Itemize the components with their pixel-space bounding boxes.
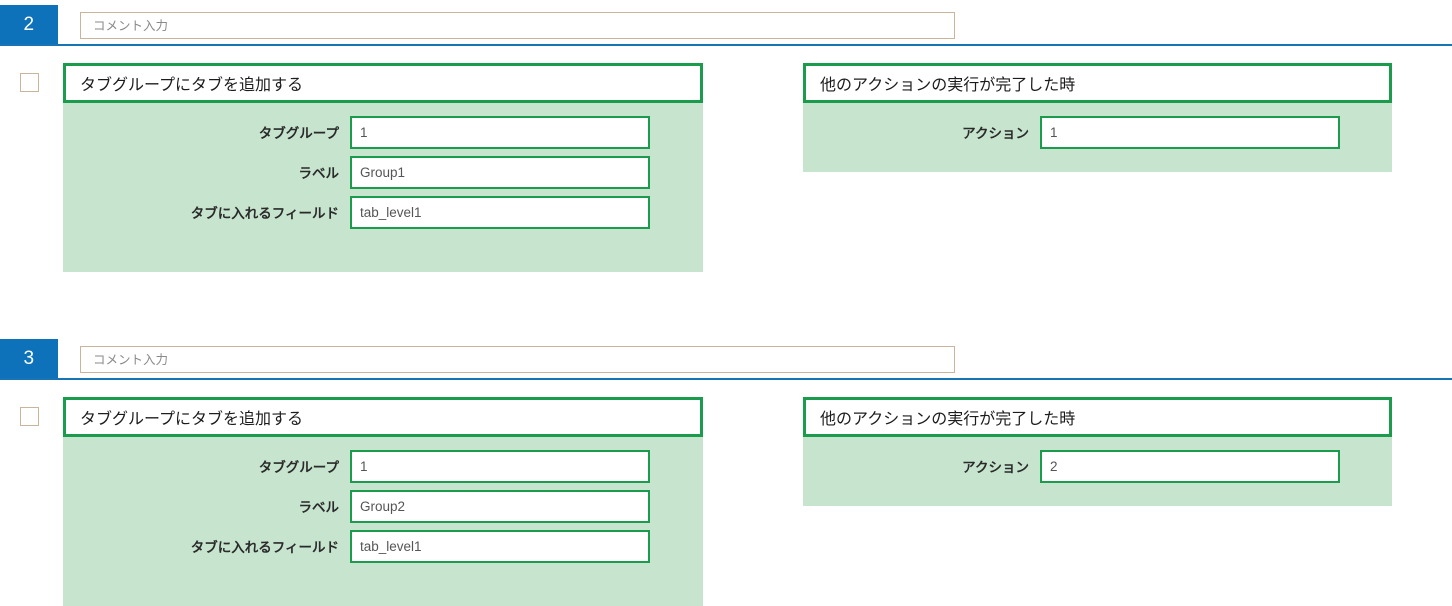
trigger-panel-fields: アクション	[803, 103, 1392, 166]
header-divider	[0, 378, 1452, 380]
field-input-tab-group[interactable]	[350, 115, 650, 149]
block-header: 2	[0, 0, 1452, 46]
field-row: タブに入れるフィールド	[63, 526, 703, 566]
field-row: タブグループ	[63, 112, 703, 152]
field-input-tab-field[interactable]	[350, 529, 650, 563]
action-panel-fields: タブグループ ラベル タブに入れるフィールド	[63, 103, 703, 246]
field-input-label[interactable]	[350, 489, 650, 523]
field-label: タブグループ	[258, 460, 339, 475]
field-input-label[interactable]	[350, 155, 650, 189]
block-body: タブグループにタブを追加する タブグループ ラベル タブに入れるフィールド 他の…	[0, 380, 1452, 606]
trigger-panel: 他のアクションの実行が完了した時 アクション	[803, 397, 1392, 506]
block-select-checkbox[interactable]	[20, 407, 39, 426]
trigger-panel-fields: アクション	[803, 437, 1392, 500]
action-panel-title[interactable]: タブグループにタブを追加する	[63, 63, 703, 103]
comment-input[interactable]	[80, 12, 955, 39]
field-input-tab-group[interactable]	[350, 449, 650, 483]
field-row: ラベル	[63, 152, 703, 192]
field-row: アクション	[803, 112, 1392, 152]
field-label: ラベル	[298, 166, 340, 181]
trigger-panel-title[interactable]: 他のアクションの実行が完了した時	[803, 397, 1392, 437]
field-label: タブグループ	[258, 126, 339, 141]
field-row: タブに入れるフィールド	[63, 192, 703, 232]
field-input-tab-field[interactable]	[350, 195, 650, 229]
action-panel-fields: タブグループ ラベル タブに入れるフィールド	[63, 437, 703, 580]
comment-input[interactable]	[80, 346, 955, 373]
field-label: アクション	[962, 126, 1029, 141]
header-divider	[0, 44, 1452, 46]
action-panel-title[interactable]: タブグループにタブを追加する	[63, 397, 703, 437]
field-row: タブグループ	[63, 446, 703, 486]
action-panel: タブグループにタブを追加する タブグループ ラベル タブに入れるフィールド	[63, 397, 703, 606]
block-select-checkbox[interactable]	[20, 73, 39, 92]
block-body: タブグループにタブを追加する タブグループ ラベル タブに入れるフィールド 他の…	[0, 46, 1452, 272]
block-header: 3	[0, 334, 1452, 380]
block-index-badge: 2	[0, 5, 58, 44]
field-label: タブに入れるフィールド	[190, 540, 339, 555]
block-index-badge: 3	[0, 339, 58, 378]
trigger-panel: 他のアクションの実行が完了した時 アクション	[803, 63, 1392, 172]
field-row: アクション	[803, 446, 1392, 486]
field-label: タブに入れるフィールド	[190, 206, 339, 221]
action-panel: タブグループにタブを追加する タブグループ ラベル タブに入れるフィールド	[63, 63, 703, 272]
field-input-action[interactable]	[1040, 449, 1340, 483]
trigger-panel-title[interactable]: 他のアクションの実行が完了した時	[803, 63, 1392, 103]
action-block: 2 タブグループにタブを追加する タブグループ ラベル タブに入れるフィールド	[0, 0, 1452, 272]
field-label: アクション	[962, 460, 1029, 475]
field-row: ラベル	[63, 486, 703, 526]
field-label: ラベル	[298, 500, 340, 515]
action-block: 3 タブグループにタブを追加する タブグループ ラベル タブに入れるフィールド	[0, 334, 1452, 606]
block-spacer	[0, 272, 1452, 334]
field-input-action[interactable]	[1040, 115, 1340, 149]
